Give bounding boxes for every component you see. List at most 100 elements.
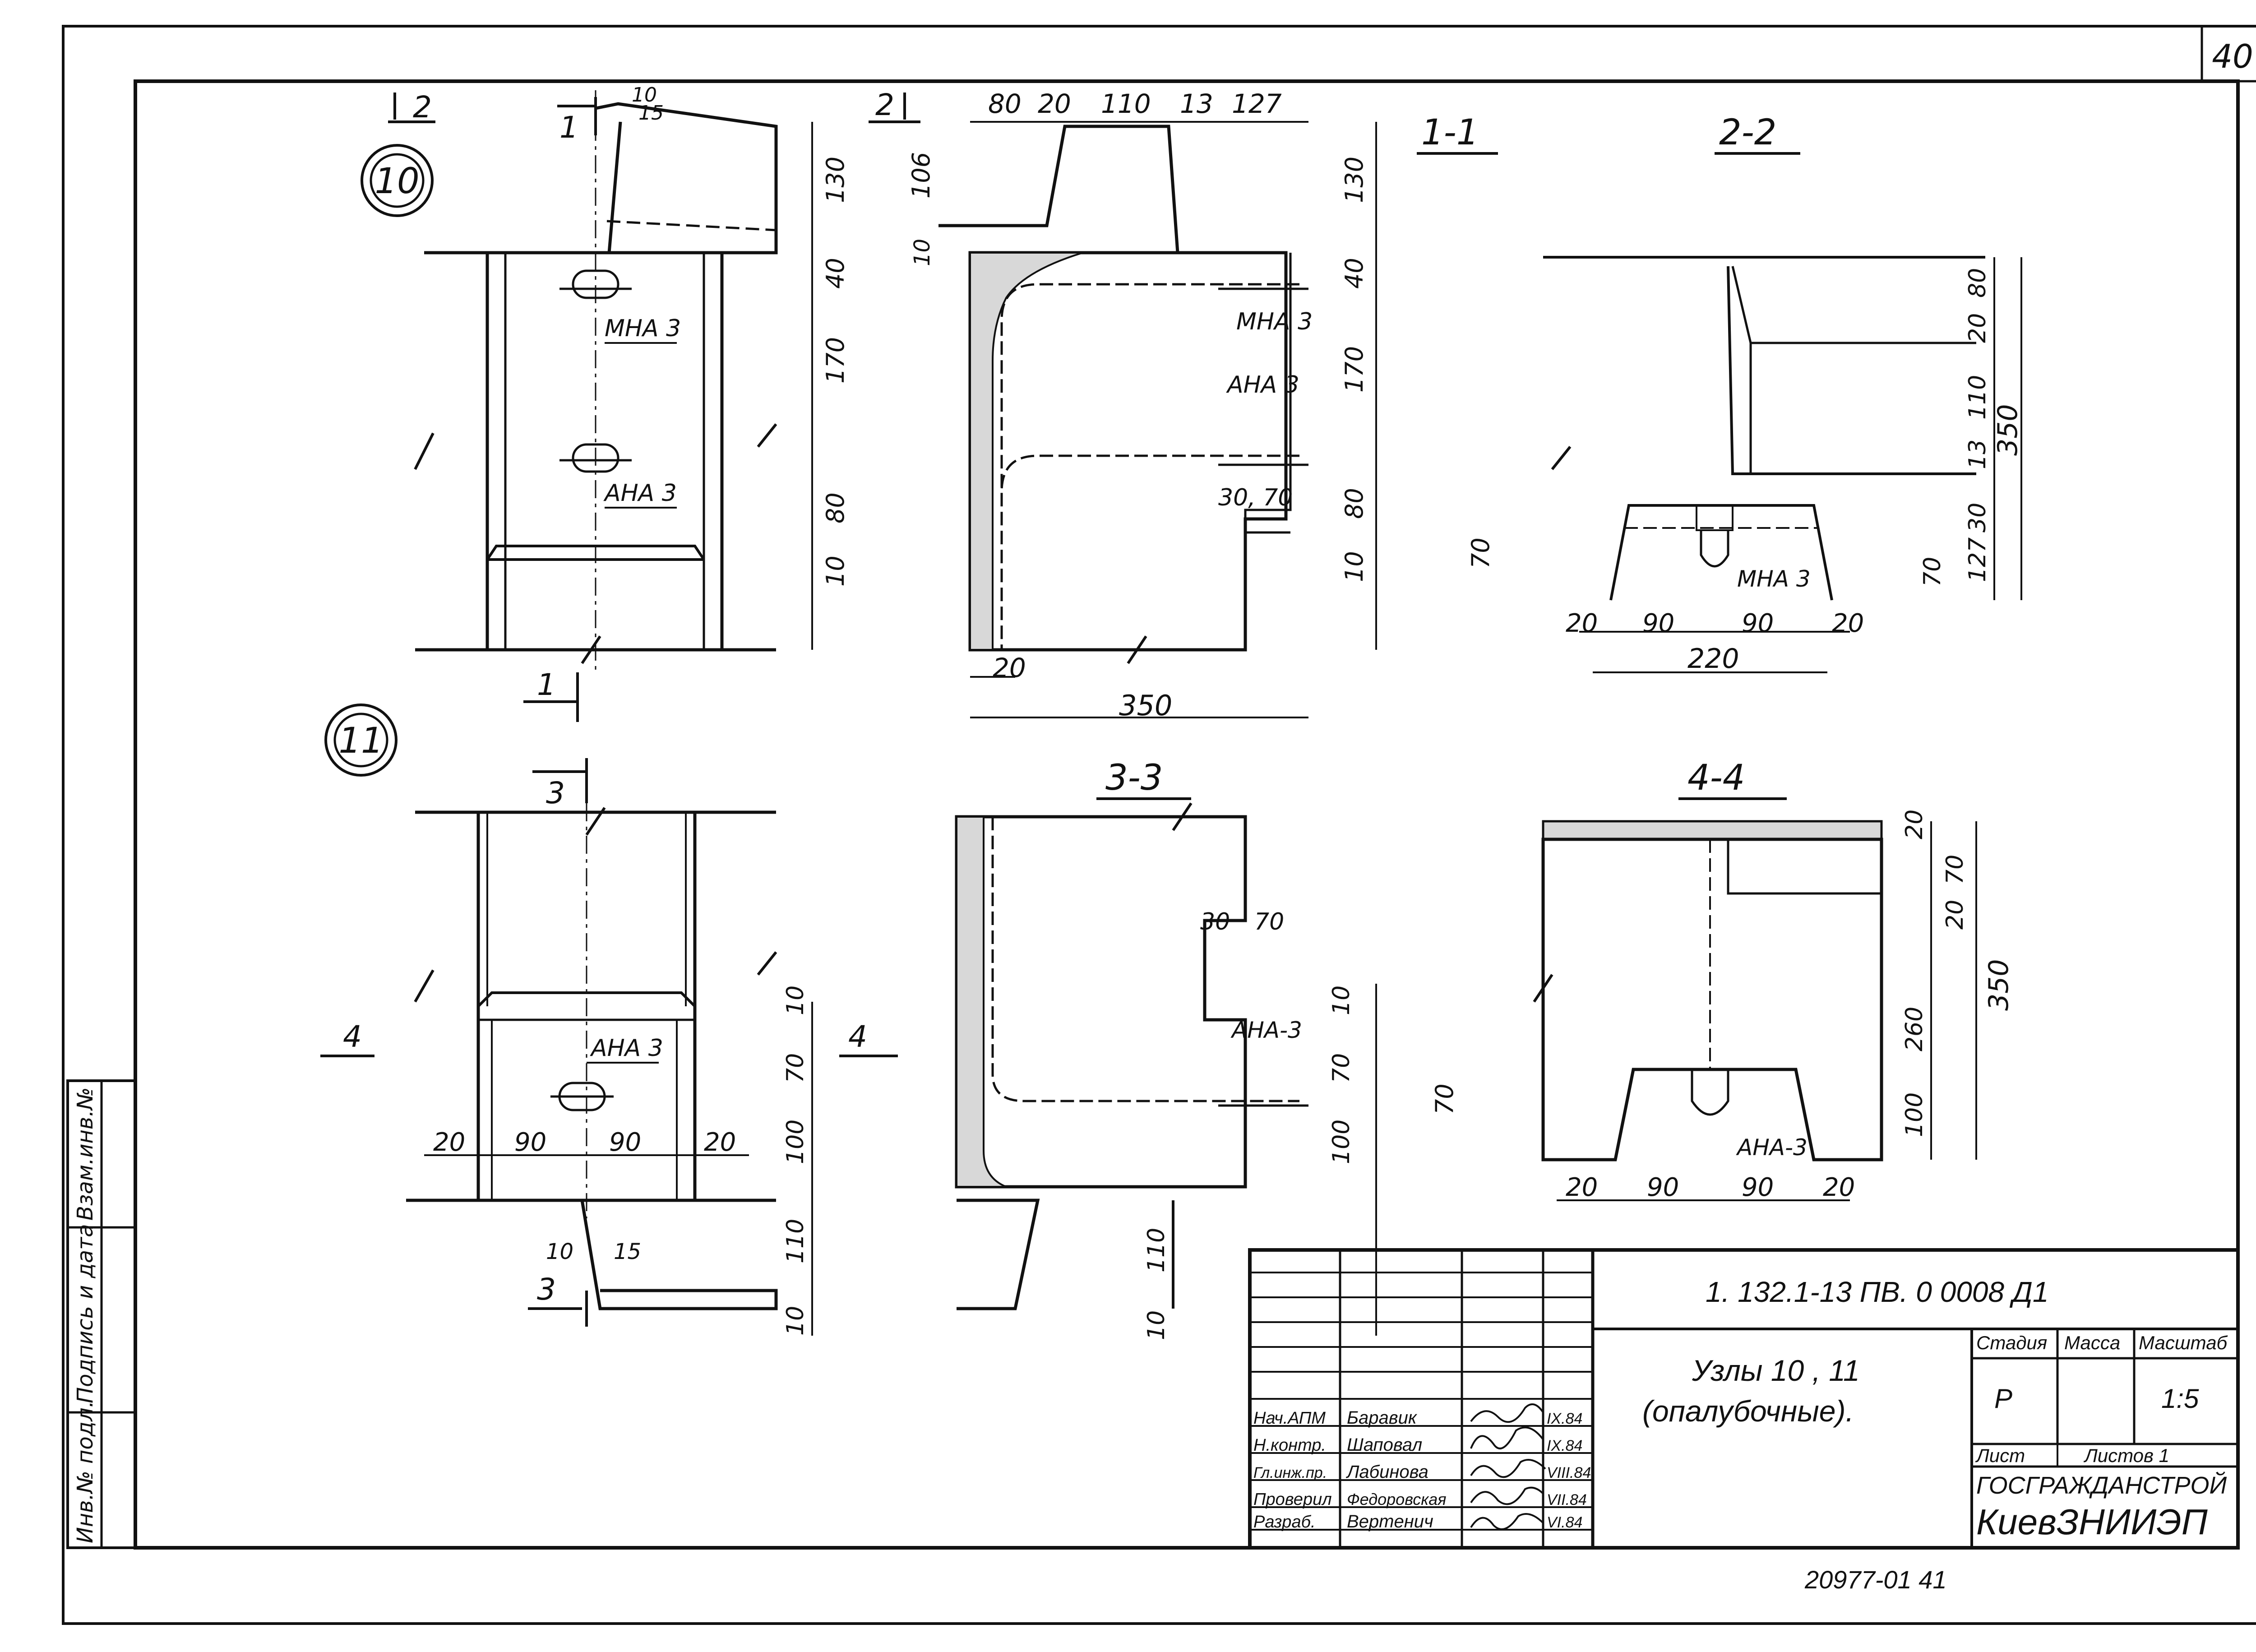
label-mna3-front: МНА 3 xyxy=(605,315,681,342)
dim-10-front: 10 xyxy=(821,555,850,587)
dim-20-l-n11: 20 xyxy=(433,1128,465,1157)
col-scale-header: Масштаб xyxy=(2139,1332,2228,1353)
dim-20-bottom-s11: 20 xyxy=(993,652,1026,683)
label-ana3-s44: АНА-3 xyxy=(1736,1134,1808,1161)
dim-20b-s44: 20 xyxy=(1942,900,1969,930)
dim-220-s22: 220 xyxy=(1687,643,1739,675)
sheet-number-box xyxy=(2201,25,2256,83)
section-mark-2-top: 2 xyxy=(413,90,432,125)
signature-2 xyxy=(1470,1426,1544,1449)
dim-30-s22: 30 xyxy=(1964,503,1991,532)
section-2-2: 2-2 МНА 3 70 20 90 90 20 220 80 20 110 1… xyxy=(1466,112,2024,675)
name-4: Федоровская xyxy=(1347,1490,1446,1509)
side-field-sign: Подпись и дата xyxy=(73,1224,98,1403)
dim-30-s33: 30 xyxy=(1200,908,1230,935)
dim-80-r-s11: 80 xyxy=(1340,488,1368,519)
section-title-4-4: 4-4 xyxy=(1687,758,1745,798)
dim-90-r-n11: 90 xyxy=(609,1128,641,1157)
sheet-number: 40 xyxy=(2212,37,2253,75)
signature-1 xyxy=(1470,1403,1544,1423)
dim-90-r-s44: 90 xyxy=(1742,1173,1774,1202)
title-block: 1. 132.1-13 ПВ. 0 0008 Д1 Узлы 10 , 11 (… xyxy=(1248,1248,2240,1550)
dim-90-r-s22: 90 xyxy=(1742,609,1774,638)
side-field-replace: Взам.инв.№ xyxy=(73,1087,98,1221)
dim-70r-s44: 70 xyxy=(1942,855,1969,884)
dim-10-bottom-n11: 10 xyxy=(546,1239,573,1264)
dim-20-s22: 20 xyxy=(1964,313,1991,343)
dim-110-s33: 110 xyxy=(1143,1228,1170,1273)
dim-170-s11: 170 xyxy=(1340,346,1368,393)
sheet-label: Лист xyxy=(1975,1445,2025,1466)
role-1: Нач.АПМ xyxy=(1253,1409,1326,1428)
scale-value: 1:5 xyxy=(2161,1384,2199,1414)
date-5: VI.84 xyxy=(1547,1514,1582,1531)
dim-130-s11: 130 xyxy=(1340,157,1368,203)
section-mark-1-bottom: 1 xyxy=(537,667,556,702)
archive-number: 20977-01 41 xyxy=(1804,1565,1947,1594)
role-4: Проверил xyxy=(1253,1490,1332,1509)
dim-170-front: 170 xyxy=(821,337,850,384)
role-5: Разраб. xyxy=(1253,1513,1316,1532)
date-1: IX.84 xyxy=(1547,1410,1582,1427)
dim-110-n11: 110 xyxy=(782,1219,809,1263)
name-5: Вертенич xyxy=(1347,1512,1433,1532)
section-title-3-3: 3-3 xyxy=(1105,758,1163,798)
col-mass-header: Масса xyxy=(2064,1332,2120,1353)
dim-100-n11: 100 xyxy=(782,1120,809,1164)
section-3-3: 3-3 АНА-3 30 70 10 70 100 110 10 xyxy=(955,758,1377,1340)
dim-30-70-s11: 30, 70 xyxy=(1218,484,1293,511)
col-stage-header: Стадия xyxy=(1976,1332,2047,1353)
dim-110-s22: 110 xyxy=(1964,375,1991,420)
dim-10b-n11: 10 xyxy=(782,1306,809,1336)
date-2: IX.84 xyxy=(1547,1437,1582,1454)
section-mark-3-bottom: 3 xyxy=(537,1272,556,1307)
concrete-body-s33 xyxy=(955,815,1247,1189)
dim-13-s22: 13 xyxy=(1964,440,1991,469)
dim-80-s11: 80 xyxy=(988,88,1022,119)
dim-90-l-s22: 90 xyxy=(1642,609,1674,638)
side-field-inv: Инв.№ подл. xyxy=(73,1401,98,1543)
insulation-s33 xyxy=(956,816,1007,1188)
label-ana3-s11: АНА 3 xyxy=(1226,371,1299,398)
signature-3 xyxy=(1470,1459,1546,1478)
dim-10b-s33: 10 xyxy=(1143,1310,1170,1340)
signature-5 xyxy=(1470,1513,1544,1530)
side-stamp: Инв.№ подл. Подпись и дата Взам.инв.№ xyxy=(66,1079,137,1549)
dim-130-front: 130 xyxy=(821,157,850,203)
dim-20-s44: 20 xyxy=(1901,810,1928,839)
dim-20-l-s22: 20 xyxy=(1566,609,1598,638)
dim-20-r-s44: 20 xyxy=(1823,1173,1855,1202)
dim-10-top-front: 10 xyxy=(632,83,657,106)
role-2: Н.контр. xyxy=(1253,1436,1326,1455)
section-mark-4-right: 4 xyxy=(848,1019,867,1054)
dim-127-s11: 127 xyxy=(1232,88,1282,119)
section-mark-2-s11: 2 xyxy=(875,88,894,122)
section-title-2-2: 2-2 xyxy=(1719,112,1776,153)
dim-90-l-n11: 90 xyxy=(514,1128,546,1157)
section-4-4: 4-4 АНА-3 70 20 90 90 20 20 70 20 260 10… xyxy=(1430,758,2015,1202)
drawing-title-line1: Узлы 10 , 11 xyxy=(1692,1354,1860,1387)
dim-15-top-front: 15 xyxy=(638,102,664,125)
dim-106-s11: 106 xyxy=(907,152,935,199)
dim-260-s44: 260 xyxy=(1901,1007,1928,1051)
dim-10-s11: 10 xyxy=(910,239,935,266)
stage-value: Р xyxy=(1994,1384,2012,1414)
date-4: VII.84 xyxy=(1547,1491,1587,1509)
dim-70-s33: 70 xyxy=(1254,908,1284,935)
node-10-front-view: 10 2 1 МНА 3 АНА 3 1 xyxy=(361,83,850,722)
dim-20-r-n11: 20 xyxy=(704,1128,736,1157)
node-11-label: 11 xyxy=(338,721,383,761)
dim-70-r-s22: 70 xyxy=(1919,557,1946,587)
node-11-front-view: 11 3 АНА 3 4 4 20 90 90 20 10 xyxy=(320,703,898,1336)
sheets-total: Листов 1 xyxy=(2083,1445,2169,1466)
section-mark-3-top: 3 xyxy=(546,776,565,810)
dim-10-r-s11: 10 xyxy=(1340,551,1368,582)
dim-350-s11: 350 xyxy=(1119,689,1172,722)
name-2: Шаповал xyxy=(1347,1435,1422,1455)
dim-40-s11: 40 xyxy=(1340,258,1368,289)
node-10-label: 10 xyxy=(374,161,419,202)
name-1: Баравик xyxy=(1347,1408,1418,1428)
designation-code: 1. 132.1-13 ПВ. 0 0008 Д1 xyxy=(1706,1276,2048,1308)
dim-127-s22: 127 xyxy=(1964,537,1991,582)
dim-20-l-s44: 20 xyxy=(1566,1173,1598,1202)
